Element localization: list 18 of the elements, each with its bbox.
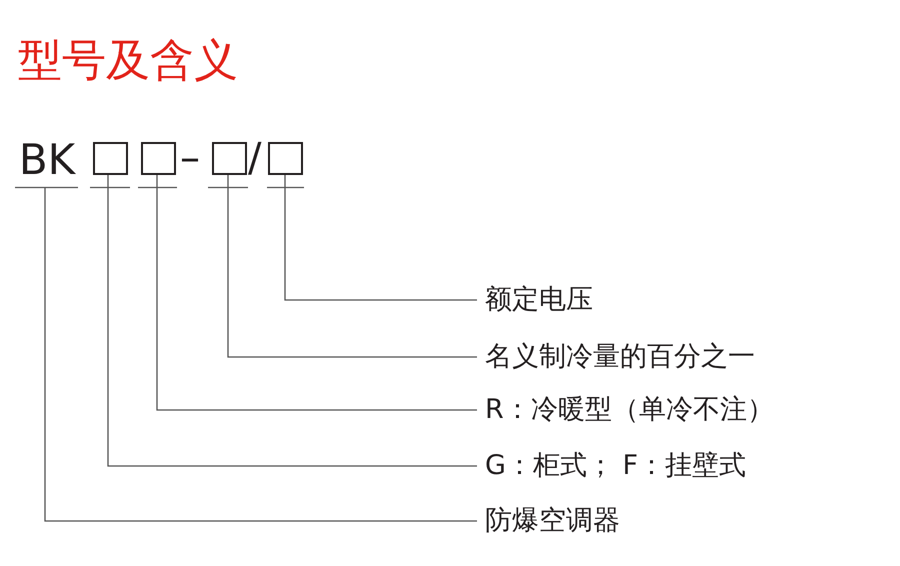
separator-symbol: /: [248, 138, 262, 178]
placeholder-box: [212, 142, 247, 175]
title: 型号及含义: [18, 34, 238, 88]
separator-symbol: –: [180, 138, 200, 178]
meaning-text: R：冷暖型（单冷不注）: [485, 393, 774, 427]
meaning-text: 防爆空调器: [485, 504, 620, 538]
meaning-text: 额定电压: [485, 283, 593, 317]
leader-line: [156, 175, 477, 411]
meaning-text: 名义制冷量的百分之一: [485, 340, 755, 374]
leader-line: [107, 175, 477, 467]
placeholder-box: [93, 142, 128, 175]
meaning-text: G：柜式； F：挂壁式: [485, 449, 746, 483]
leader-line: [44, 187, 477, 522]
leader-line: [284, 175, 477, 301]
placeholder-box: [268, 142, 303, 175]
leader-line: [227, 175, 477, 358]
placeholder-box: [141, 142, 176, 175]
model-code-text: BK: [15, 140, 79, 187]
